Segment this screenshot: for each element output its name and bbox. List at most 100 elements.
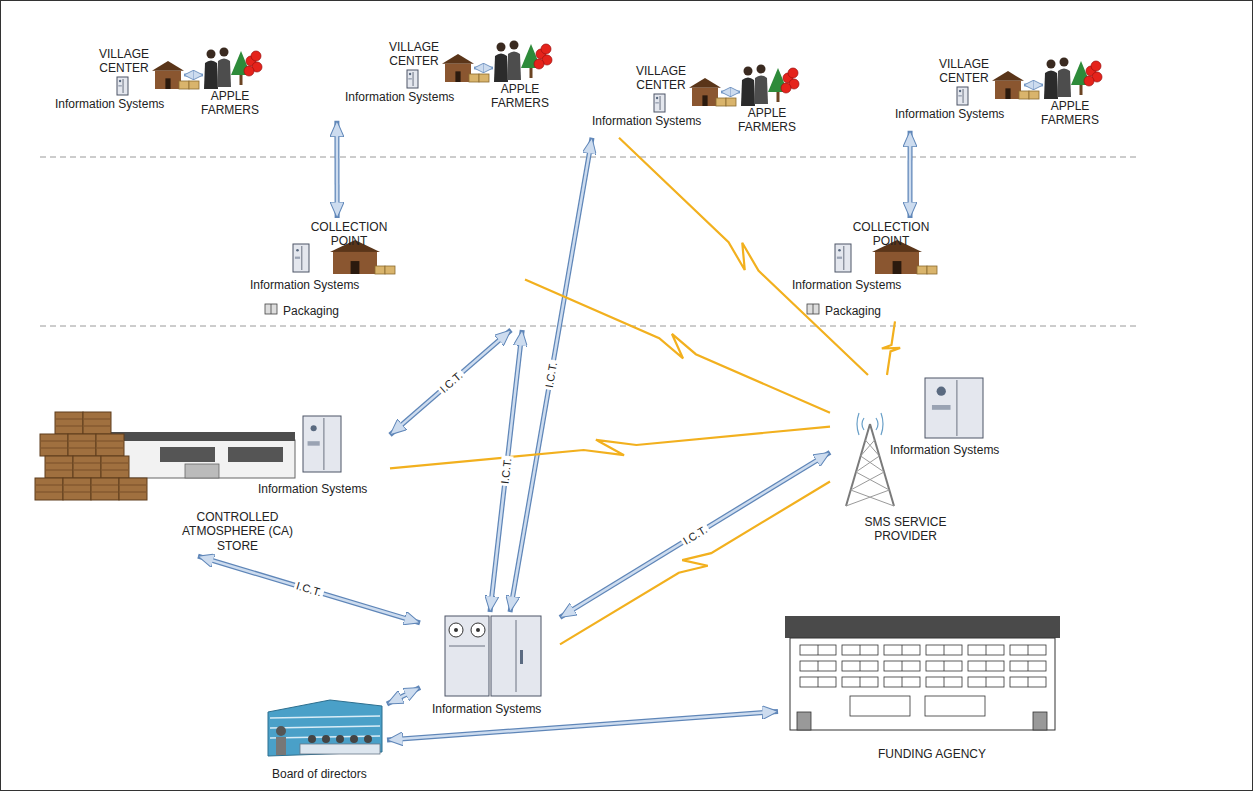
ict-link-fill — [909, 144, 912, 205]
farmer-body — [217, 59, 231, 88]
director-head — [322, 735, 330, 743]
central-information-system: Information Systems — [420, 612, 560, 720]
text-slot: APPLE FARMERS — [732, 106, 802, 135]
farmer-figure — [507, 41, 521, 81]
connector-label: I.C.T. — [435, 368, 465, 397]
agency-window — [926, 661, 962, 671]
node-text: Information Systems — [592, 114, 701, 128]
text-slot: VILLAGE CENTER — [933, 57, 995, 86]
apple — [1084, 76, 1094, 86]
window-bar — [860, 661, 861, 671]
cabinet-light — [656, 97, 658, 99]
node-text: Information Systems — [55, 97, 164, 111]
exchange-arrow — [721, 91, 740, 94]
text-slot: Board of directors — [272, 767, 367, 781]
wireless-link — [882, 321, 900, 375]
window-bar — [818, 677, 819, 687]
apple-crate — [55, 412, 83, 434]
sms-tower — [846, 413, 894, 506]
ca-store-building — [35, 412, 295, 500]
node-text: APPLE FARMERS — [1035, 99, 1105, 128]
building-door — [893, 261, 902, 274]
produce-crate — [1019, 91, 1029, 99]
farmer-figure — [1057, 58, 1071, 98]
ict-link-fill — [400, 339, 501, 427]
ict-link-outline — [510, 138, 592, 612]
agency-window — [968, 645, 1004, 655]
node-text: APPLE FARMERS — [195, 89, 265, 118]
wireless-link — [560, 482, 830, 645]
agency-window — [968, 661, 1004, 671]
cabinet-body — [293, 244, 309, 272]
text-slot: APPLE FARMERS — [485, 82, 555, 111]
office-block — [268, 700, 382, 756]
agency-roof — [785, 616, 1060, 638]
label-slot: I.C.T. — [435, 368, 465, 397]
crate-slat — [84, 426, 110, 427]
wireless-link-path — [525, 280, 830, 413]
node-text: Information Systems — [432, 702, 541, 716]
tier-divider — [40, 326, 1140, 327]
farmer-body — [741, 78, 755, 107]
unit-panel — [516, 620, 517, 692]
farmer-head — [497, 43, 506, 52]
cabinet-light — [119, 80, 121, 82]
ict-link-fill — [336, 134, 339, 205]
label-slot: I.C.T. — [679, 522, 711, 548]
window-bar — [986, 677, 987, 687]
farmer-head — [510, 41, 519, 50]
apple — [788, 68, 798, 78]
building-roof — [689, 78, 721, 88]
tape-reel — [471, 623, 485, 637]
text-slot: SMS SERVICE PROVIDER — [858, 515, 953, 544]
farmer-figure — [1044, 60, 1058, 100]
window-bar — [902, 661, 903, 671]
ict-link — [510, 138, 592, 612]
apple-crate — [119, 478, 147, 500]
crate-slat — [36, 485, 62, 486]
package-tape — [271, 304, 272, 314]
director-head — [336, 735, 344, 743]
text-slot: Information Systems — [258, 482, 367, 496]
text-slot: Information Systems — [432, 702, 541, 716]
produce-crate — [385, 266, 395, 274]
cabinet-slot — [837, 257, 842, 259]
cabinet-slot — [295, 257, 300, 259]
presenter-body — [276, 737, 286, 755]
agency-window — [800, 645, 836, 655]
ict-link — [387, 688, 420, 704]
building-wall — [155, 71, 181, 89]
agency-window — [800, 661, 836, 671]
cabinet-body — [957, 87, 968, 105]
crate-slat — [36, 492, 62, 493]
apple-crate — [83, 412, 111, 434]
package-icon — [807, 304, 819, 314]
ict-link — [390, 330, 511, 435]
store-window — [228, 447, 283, 462]
window-bar — [986, 645, 987, 655]
window-bar — [1028, 677, 1029, 687]
farmer-body — [1044, 71, 1058, 100]
exchange-arrow — [474, 67, 493, 70]
farmer-head — [744, 67, 753, 76]
farmer-figure — [494, 43, 508, 83]
produce-crate — [375, 266, 385, 274]
text-slot: Information Systems — [250, 278, 359, 292]
village-group: VILLAGE CENTER Information Systems APPLE F… — [895, 55, 1110, 131]
meeting-table — [300, 744, 380, 754]
node-text: Information Systems — [895, 107, 1004, 121]
produce-crate — [927, 266, 937, 274]
ict-link-outline — [560, 452, 830, 617]
server-cabinet — [925, 378, 983, 438]
cabinet-light — [296, 249, 299, 252]
crate-slat — [92, 485, 118, 486]
apple-crate — [68, 434, 96, 456]
window-bar — [818, 645, 819, 655]
window-stripe — [270, 716, 380, 718]
node-text: CONTROLLED ATMOSPHERE (CA) STORE — [175, 510, 300, 553]
building-door — [455, 71, 460, 82]
cabinet-panel — [413, 72, 414, 86]
agency-window — [842, 645, 878, 655]
store-entrance — [185, 464, 219, 478]
agency-window — [1010, 677, 1046, 687]
